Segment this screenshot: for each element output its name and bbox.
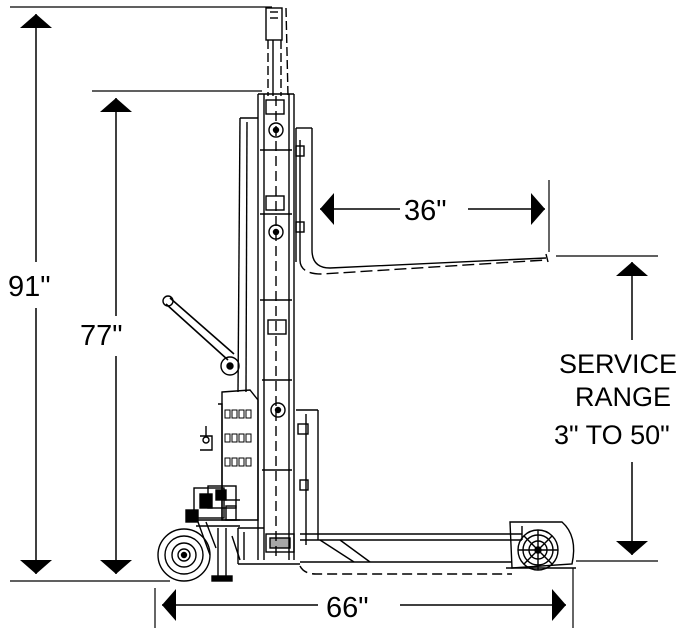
service-range-line2: RANGE [575,382,671,412]
overall-length-label: 66" [326,592,369,624]
mast [237,93,295,560]
fork-carriage-lowered [296,409,319,545]
dimension-mast-height: 77" [80,90,262,574]
mast-height-label: 77" [80,320,123,352]
winch-handle [162,295,240,376]
mast-extension [265,7,289,97]
service-range-line3: 3" TO 50" [554,420,670,450]
dimension-service-range: SERVICE RANGE 3" TO 50" [554,255,677,562]
dimension-overall-length: 66" [154,568,574,628]
service-range-line1: SERVICE [559,349,677,379]
caster-wheel [157,521,240,582]
base-frame [237,527,522,575]
fork-carriage-raised [295,127,549,275]
overall-height-label: 91" [8,271,51,303]
dimension-overall-height: 91" [8,6,272,582]
pump-motor [185,485,240,523]
load-wheel [506,521,576,571]
fork-length-label: 36" [404,195,447,227]
dimension-fork-length: 36" [320,180,550,252]
stabilizer-leg [211,528,241,582]
lift-side-view [157,7,576,582]
